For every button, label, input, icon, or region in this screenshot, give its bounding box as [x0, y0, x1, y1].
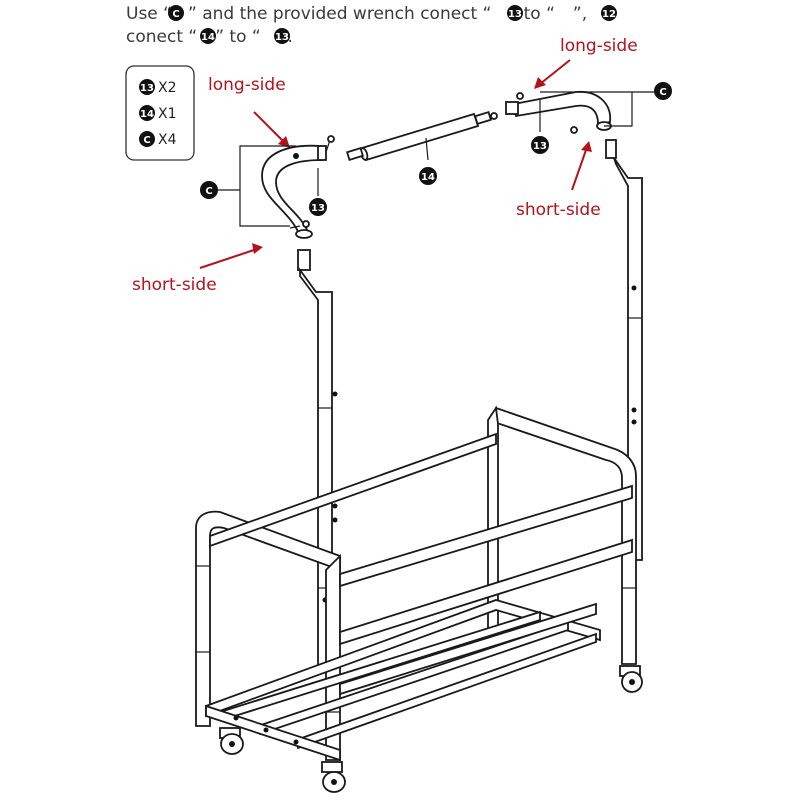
badge-13-inline: 13 — [507, 5, 523, 21]
svg-text:13: 13 — [508, 9, 522, 20]
svg-text:X2: X2 — [158, 80, 177, 96]
caster-front-right — [321, 761, 346, 793]
callout-short-side-right: short-side — [516, 141, 601, 220]
svg-text:14: 14 — [201, 32, 215, 43]
svg-text:short-side: short-side — [516, 200, 601, 220]
badge-14-inline: 14 — [200, 28, 216, 44]
left-elbow-part-13: 13 C — [200, 135, 335, 239]
right-elbow-part-13: 13 C — [505, 82, 672, 154]
svg-text:C: C — [143, 135, 150, 146]
svg-text:13: 13 — [533, 141, 547, 152]
parts-item-14: 14 X1 — [139, 105, 177, 122]
bolt-label-c-right: C — [654, 82, 672, 100]
parts-list-box: 13 X2 14 X1 C X4 — [125, 65, 195, 161]
caster-front-left — [219, 727, 244, 755]
callout-short-side-left: short-side — [132, 243, 263, 295]
svg-text:13: 13 — [140, 83, 154, 94]
part-label-13-left: 13 — [309, 198, 327, 216]
badge-c-inline: C — [168, 5, 184, 21]
svg-text:12: 12 — [602, 9, 616, 20]
badge-12-inline: 12 — [601, 5, 617, 21]
svg-text:C: C — [205, 186, 212, 197]
callout-long-side-left: long-side — [208, 75, 290, 148]
part-label-14: 14 — [419, 167, 437, 185]
svg-text:X1: X1 — [158, 106, 177, 122]
svg-text:long-side: long-side — [560, 36, 638, 56]
bolt-label-c-left: C — [200, 181, 218, 199]
instruction-line-1: Use “” and the provided wrench conect “”… — [126, 4, 587, 24]
badge-13-inline-2: 13 — [274, 28, 290, 44]
svg-text:C: C — [659, 87, 666, 98]
part-label-13-right: 13 — [531, 136, 549, 154]
svg-text:conect “” to “”.: conect “” to “”. — [126, 27, 293, 47]
svg-text:short-side: short-side — [132, 275, 217, 295]
svg-text:14: 14 — [140, 109, 154, 120]
svg-text:13: 13 — [311, 203, 325, 214]
svg-text:X4: X4 — [158, 132, 177, 148]
parts-item-c: C X4 — [139, 131, 177, 148]
base-frame — [195, 405, 637, 762]
svg-text:long-side: long-side — [208, 75, 286, 95]
top-bar-part-14: 14 — [346, 111, 498, 185]
instruction-line-2: conect “” to “”. — [126, 27, 293, 47]
svg-text:Use “” and the provided wrench: Use “” and the provided wrench conect “”… — [126, 4, 587, 24]
svg-text:13: 13 — [275, 32, 289, 43]
callout-long-side-right: long-side — [534, 36, 638, 89]
caster-back-right — [619, 665, 643, 693]
svg-text:C: C — [172, 9, 179, 20]
parts-item-13: 13 X2 — [139, 79, 177, 96]
svg-text:14: 14 — [421, 172, 435, 183]
